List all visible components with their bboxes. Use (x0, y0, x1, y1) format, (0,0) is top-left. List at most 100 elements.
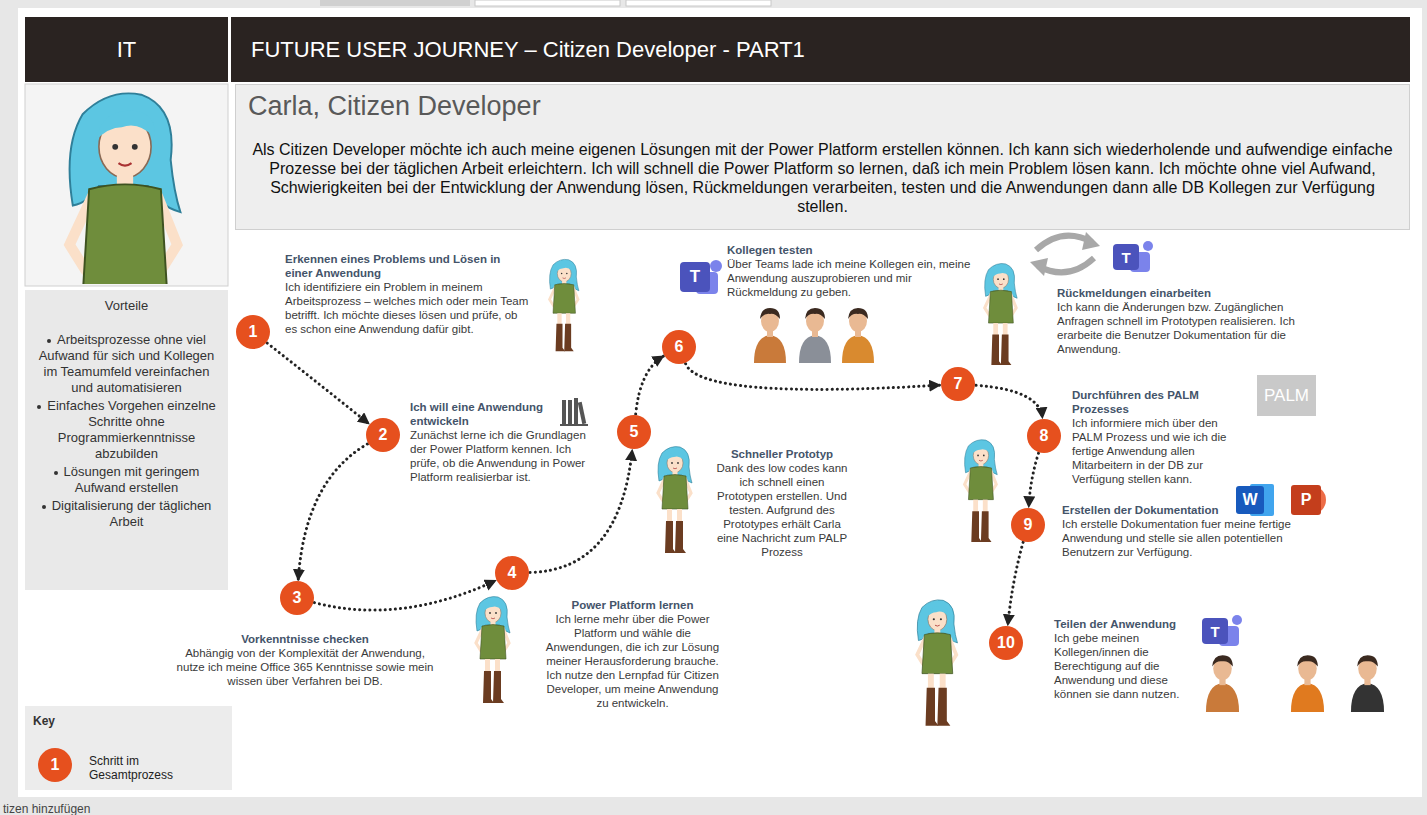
library-icon (560, 398, 588, 426)
icon-letter: T (1121, 249, 1130, 266)
step-text: Power Platform lernenIch lerne mehr über… (540, 598, 725, 710)
dotted-connector (686, 364, 940, 390)
callout-number: 4 (508, 564, 517, 582)
header-band: FUTURE USER JOURNEY – Citizen Developer … (231, 17, 1410, 82)
step-title: Erstellen der Dokumentation (1062, 503, 1232, 517)
step-title: Ich will eine Anwendung entwickeln (410, 400, 555, 428)
step-title: Rückmeldungen einarbeiten (1057, 286, 1302, 300)
step-body: Ich identifiziere ein Problem in meinem … (285, 280, 530, 336)
callout-number: 1 (51, 756, 60, 774)
step-title: Erkennen eines Problems und Lösen in ein… (285, 252, 530, 280)
step-body: Abhängig von der Komplexität der Anwendu… (175, 646, 435, 688)
cycle-arrowhead (1082, 232, 1100, 250)
colleague-figure (842, 308, 874, 363)
step-title: Teilen der Anwendung (1054, 617, 1194, 631)
ui-tab (320, 0, 470, 6)
key-text: Schritt im Gesamtprozess (89, 754, 199, 782)
step-circle: 1 (236, 315, 270, 349)
icon-letter-box: T (680, 262, 710, 292)
dotted-connector (636, 356, 664, 414)
key-heading: Key (33, 714, 224, 728)
step-circle: 6 (662, 330, 696, 364)
step-title: Durchführen des PALM Prozesses (1072, 388, 1242, 416)
carla-figure (917, 600, 957, 726)
callout-number: 5 (630, 423, 639, 441)
persona-heading: Carla, Citizen Developer (248, 91, 1397, 122)
step-circle: 8 (1027, 419, 1061, 453)
step-circle: 2 (366, 418, 400, 452)
carla-figure (476, 597, 510, 703)
teams-icon (680, 260, 722, 294)
callout-number: 2 (379, 426, 388, 444)
powerpoint-icon (1291, 485, 1326, 515)
colleague-figure (1291, 655, 1324, 712)
word-icon (1236, 484, 1274, 516)
ui-text: tizen hinzufügen (3, 802, 90, 815)
icon-letter: W (1242, 491, 1257, 509)
bullet-text: Arbeitsprozesse ohne viel Aufwand für si… (39, 332, 215, 395)
callout-number: 1 (249, 323, 258, 341)
header-cell: IT (25, 17, 228, 82)
callout-number: 8 (1040, 427, 1049, 445)
step-body: Ich gebe meinen Kollegen/innen die Berec… (1054, 631, 1194, 701)
dotted-connector (1029, 453, 1039, 507)
step-body: Zunächst lerne ich die Grundlagen der Po… (410, 428, 595, 484)
colleague-figure (799, 308, 831, 363)
bullet-text: Einfaches Vorgehen einzelne Schritte ohn… (47, 398, 215, 461)
header-text: FUTURE USER JOURNEY – Citizen Developer … (251, 37, 805, 63)
bullet-dot (42, 505, 46, 509)
bullet-item: Digitalisierung der täglichen Arbeit (35, 498, 218, 530)
bullet-dot (37, 405, 41, 409)
step-text: Schneller PrototypDank des low codes kan… (712, 447, 852, 559)
step-text: Vorkenntnisse checkenAbhängig von der Ko… (175, 632, 435, 688)
step-circle: 1 (38, 748, 72, 782)
callout-number: 10 (997, 634, 1015, 652)
ui-text-box: tizen hinzufügen (3, 799, 90, 815)
colleague-figure (1206, 655, 1239, 712)
carla-figure (965, 440, 998, 542)
icon-letter-box: T (1202, 618, 1228, 644)
step-circle: 3 (280, 581, 314, 615)
step-text: Ich will eine Anwendung entwickelnZunäch… (410, 400, 595, 484)
slide-background (18, 8, 1422, 797)
step-title: Kollegen testen (727, 243, 977, 257)
step-body: Über Teams lade ich meine Kollegen ein, … (727, 257, 977, 299)
step-circle: 9 (1011, 508, 1045, 542)
cycle-arrowhead (1030, 258, 1048, 276)
colleague-figure (1351, 655, 1384, 712)
icon-letter-box: W (1236, 486, 1264, 514)
bullet-item: Arbeitsprozesse ohne viel Aufwand für si… (35, 332, 218, 396)
icon-letter-box: T (1113, 244, 1139, 270)
step-title: Vorkenntnisse checken (175, 632, 435, 646)
step-circle: 4 (495, 556, 529, 590)
ui-statusbar (0, 797, 1427, 815)
step-title: Schneller Prototyp (712, 447, 852, 461)
icon-letter: P (1301, 491, 1312, 509)
dotted-connector (314, 581, 495, 611)
palm-box: PALM (1257, 375, 1316, 416)
persona-description: Als Citizen Developer möchte ich auch me… (248, 140, 1397, 216)
dotted-connector (1008, 542, 1023, 625)
step-circle: 5 (617, 415, 651, 449)
dotted-connector (267, 343, 369, 424)
dotted-connector (298, 444, 367, 580)
callout-number: 9 (1024, 516, 1033, 534)
teams-icon (1113, 241, 1153, 272)
header-text: IT (117, 37, 137, 63)
step-text: Erstellen der DokumentationIch erstelle … (1062, 503, 1337, 559)
bullet-dot (47, 339, 51, 343)
persona-panel: Carla, Citizen DeveloperAls Citizen Deve… (235, 84, 1410, 230)
step-text: Durchführen des PALM ProzessesIch inform… (1072, 388, 1242, 486)
step-body: Dank des low codes kann ich schnell eine… (712, 461, 852, 559)
step-text: Erkennen eines Problems und Lösen in ein… (285, 252, 530, 336)
step-text: Teilen der AnwendungIch gebe meinen Koll… (1054, 617, 1194, 701)
carla-figure (550, 259, 579, 351)
icon-letter-box: P (1291, 485, 1321, 515)
step-title: Power Platform lernen (540, 598, 725, 612)
callout-number: 6 (675, 338, 684, 356)
icon-letter: T (1210, 623, 1219, 640)
panel-heading: Vorteile (35, 298, 218, 314)
key-box: KeySchritt im Gesamtprozess 1 (25, 706, 232, 790)
step-body: Ich lerne mehr über die Power Platform u… (540, 612, 725, 710)
